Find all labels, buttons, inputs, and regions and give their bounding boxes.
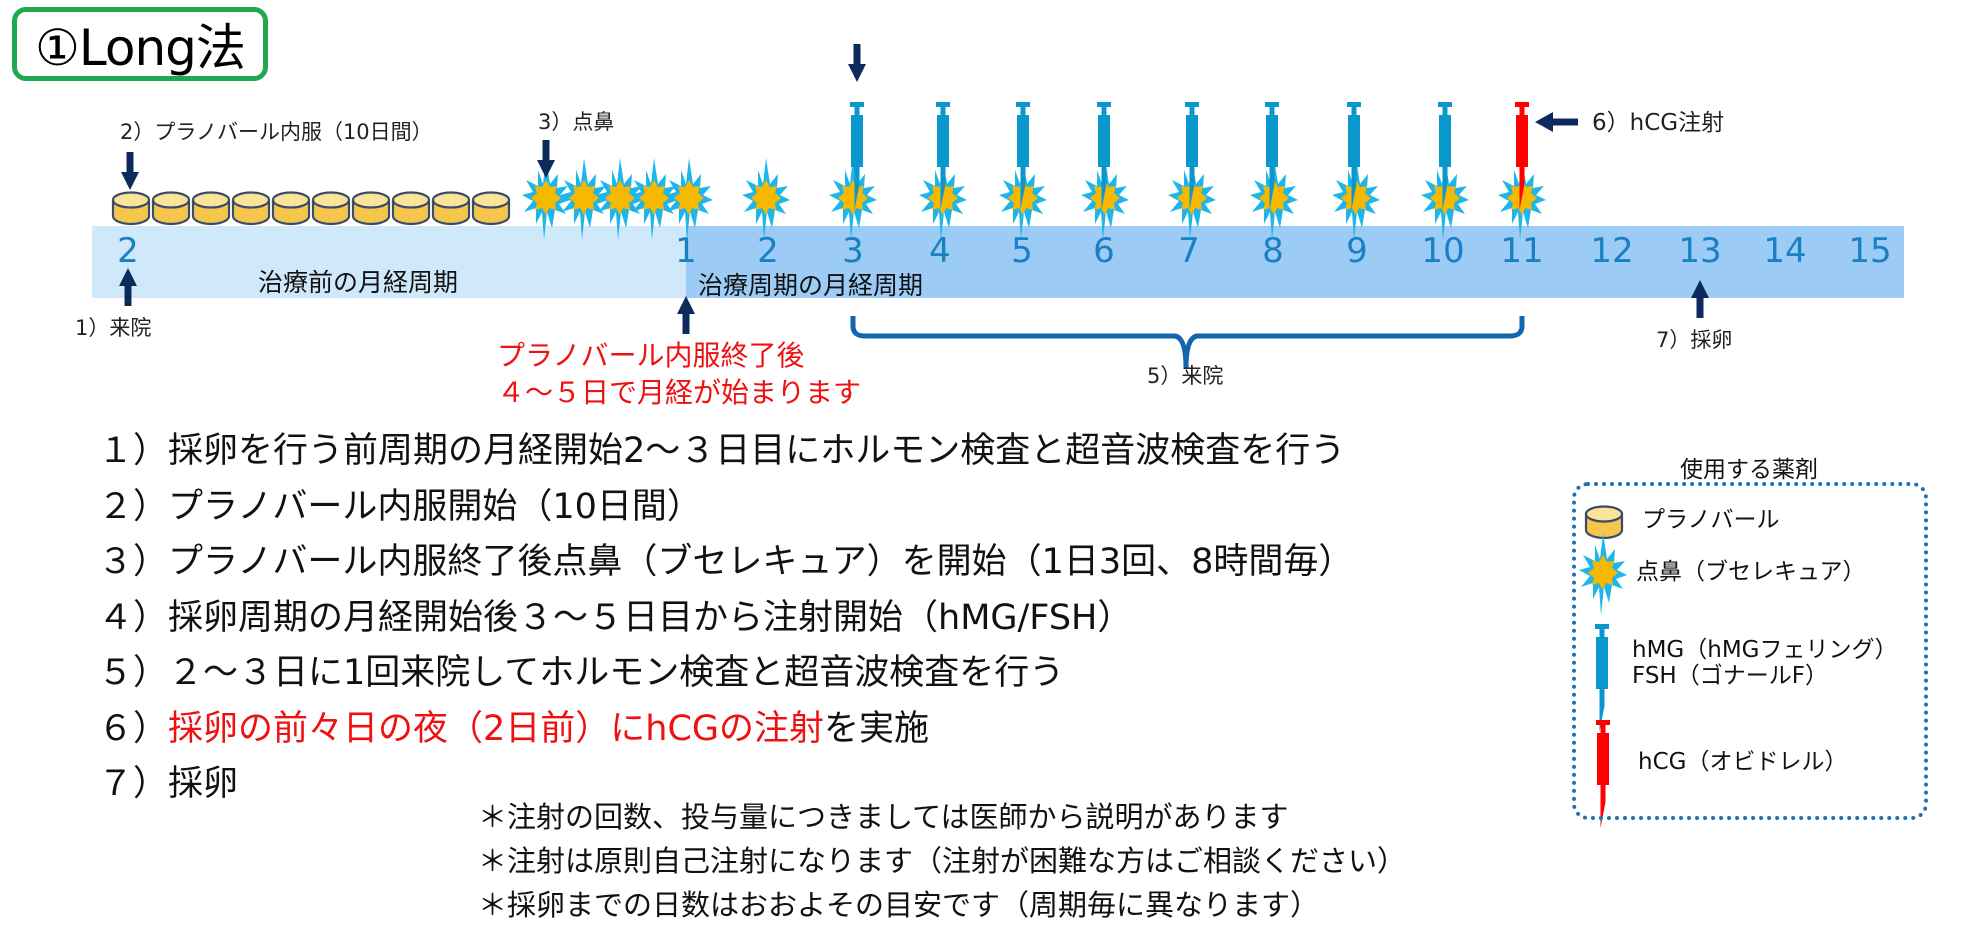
- note-line: ＊注射は原則自己注射になります（注射が困難な方はご相談ください）: [478, 844, 1407, 878]
- day-number: 15: [1848, 231, 1892, 271]
- day-number: 4: [929, 231, 951, 271]
- steps-list: １）採卵を行う前周期の月経開始2～３日目にホルモン検査と超音波検査を行う ２）プ…: [98, 424, 1353, 813]
- pre-cycle-label: 治療前の月経周期: [258, 268, 459, 297]
- step-item: ５）２～３日に1回来院してホルモン検査と超音波検査を行う: [98, 653, 1065, 693]
- day-number: 6: [1093, 231, 1115, 271]
- notes: ＊注射の回数、投与量につきましては医師から説明があります ＊注射は原則自己注射に…: [478, 795, 1406, 927]
- legend-label-fsh: FSH（ゴナールF）: [1632, 663, 1828, 689]
- pill-icon-row: [111, 191, 511, 226]
- legend-title: 使用する薬剤: [1680, 457, 1818, 483]
- medication-legend: [1572, 482, 1928, 820]
- periodic-visit-label: 5）来院: [1147, 364, 1224, 388]
- step-item: １）採卵を行う前周期の月経開始2～３日目にホルモン検査と超音波検査を行う: [98, 431, 1346, 471]
- first-visit-label: 1）来院: [75, 316, 152, 340]
- pre-cycle-day: 2: [117, 231, 139, 271]
- legend-label-nasal: 点鼻（ブセレキュア）: [1636, 559, 1866, 585]
- hcg-injection-label: 6）hCG注射: [1592, 110, 1725, 136]
- day-number: 11: [1500, 231, 1544, 271]
- legend-label-hcg: hCG（オビドレル）: [1638, 749, 1848, 775]
- note-line: ＊注射の回数、投与量につきましては医師から説明があります: [478, 800, 1289, 834]
- nasal-spray-star-icon-row: [522, 158, 1546, 240]
- day-number: 7: [1178, 231, 1200, 271]
- day-number: 3: [842, 231, 864, 271]
- day-number: 5: [1011, 231, 1033, 271]
- day-number: 12: [1590, 231, 1634, 271]
- step-item: ３）プラノバール内服終了後点鼻（ブセレキュア）を開始（1日3回、8時間毎）: [98, 542, 1354, 582]
- day-number: 2: [757, 231, 779, 271]
- planovar-label: 2）プラノバール内服（10日間）: [120, 120, 433, 144]
- pre-treatment-cycle-bar: [92, 226, 686, 298]
- note-line: ＊採卵までの日数はおおよその目安です（周期毎に異なります）: [478, 888, 1320, 922]
- step-item: ７）採卵: [98, 764, 239, 804]
- step-item: ４）採卵周期の月経開始後３～５日目から注射開始（hMG/FSH）: [98, 597, 1133, 638]
- menstruation-note-line: ４～５日で月経が始まります: [497, 376, 862, 409]
- step-highlight: 採卵の前々日の夜（2日前）にhCGの注射: [168, 708, 825, 749]
- step-item: ２）プラノバール内服開始（10日間）: [98, 486, 702, 527]
- menstruation-note: プラノバール内服終了後 ４～５日で月経が始まります: [497, 337, 861, 411]
- legend-label-hmg: hMG（hMGフェリング）: [1632, 637, 1898, 663]
- day-number: 13: [1678, 231, 1722, 271]
- menstruation-note-line: プラノバール内服終了後: [497, 339, 805, 372]
- day-number: 14: [1763, 231, 1807, 271]
- egg-retrieval-label: 7）採卵: [1656, 328, 1733, 352]
- day-number: 8: [1262, 231, 1284, 271]
- day-number: 9: [1346, 231, 1368, 271]
- page-title: ①Long法: [12, 7, 268, 81]
- step-item: ６）採卵の前々日の夜（2日前）にhCGの注射を実施: [98, 708, 930, 749]
- day-number: 1: [675, 231, 697, 271]
- treatment-cycle-label: 治療周期の月経周期: [698, 271, 924, 300]
- nasal-spray-label: 3）点鼻: [538, 110, 615, 134]
- legend-label-pill: プラノバール: [1642, 507, 1780, 533]
